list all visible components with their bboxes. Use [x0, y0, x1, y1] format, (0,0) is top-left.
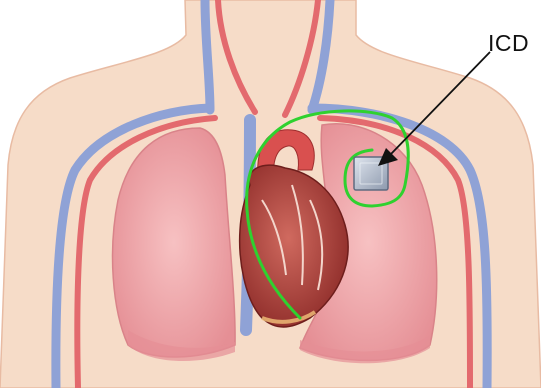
icd-label: ICD: [488, 30, 529, 57]
